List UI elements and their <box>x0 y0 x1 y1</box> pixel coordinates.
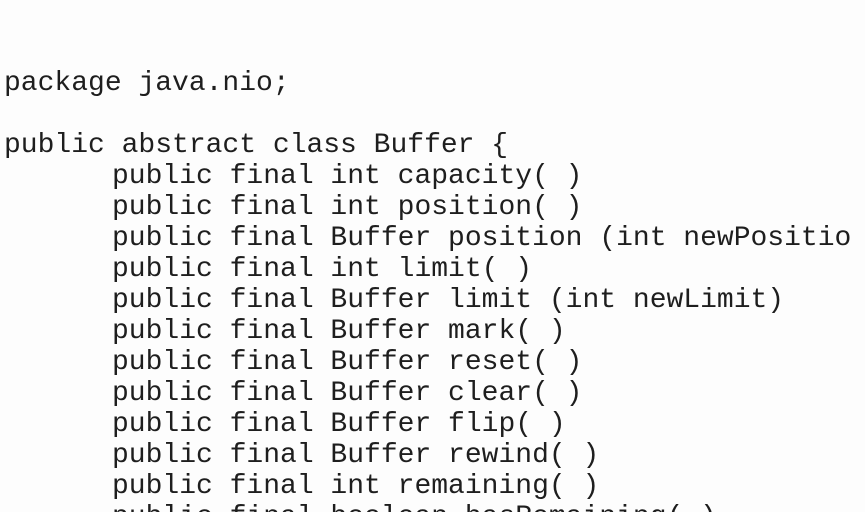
code-line: package java.nio; <box>4 68 290 99</box>
code-line <box>4 99 865 130</box>
code-line: public final Buffer reset( ) <box>112 347 583 378</box>
code-line: public final int position( ) <box>112 192 583 223</box>
code-line: public final Buffer limit (int newLimit) <box>112 285 785 316</box>
code-line: public final Buffer flip( ) <box>112 409 566 440</box>
code-line: public final int capacity( ) <box>112 161 583 192</box>
code-line: public final Buffer rewind( ) <box>112 440 600 471</box>
code-line: public abstract class Buffer { <box>4 130 509 161</box>
code-line: public final int remaining( ) <box>112 471 600 502</box>
code-line: public final Buffer mark( ) <box>112 316 566 347</box>
code-line: public final Buffer position (int newPos… <box>112 223 852 254</box>
code-line: public final int limit( ) <box>112 254 533 285</box>
code-lines-container: package java.nio; public abstract class B… <box>4 68 865 512</box>
code-line: public final Buffer clear( ) <box>112 378 583 409</box>
code-line: public final boolean hasRemaining( ) <box>4 502 865 512</box>
